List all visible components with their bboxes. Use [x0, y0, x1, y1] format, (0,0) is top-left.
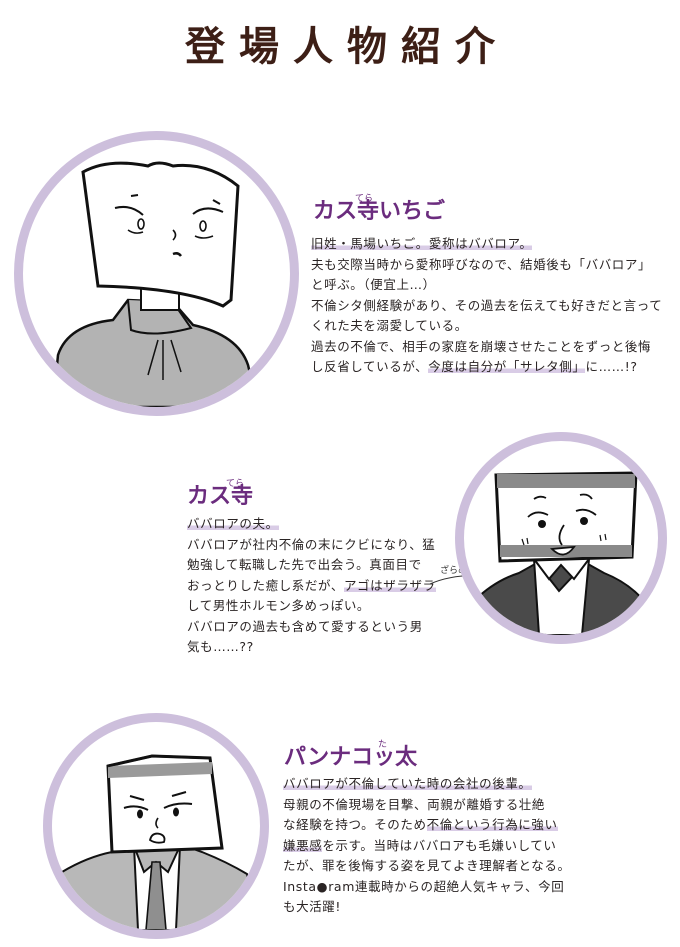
character-description-ichigo: 旧姓・馬場いちご。愛称はババロア。 夫も交際当時から愛称呼びなので、結婚後も「バ…: [311, 234, 662, 378]
ruby-ta: た: [378, 740, 388, 750]
character-illustration-icon: [52, 754, 260, 930]
portrait-pannakotta: [43, 713, 269, 939]
character-name-ichigo: カス寺いちご: [313, 199, 446, 224]
ruby-tera: てら: [355, 194, 374, 204]
desc-line: し反省しているが、今度は自分が「サレタ側」に……!?: [311, 359, 638, 374]
desc-line: おっとりした癒し系だが、アゴはザラザラ: [187, 577, 436, 593]
desc-line: ババロアが不倫していた時の会社の後輩。: [283, 776, 532, 791]
character-illustration-icon: [464, 471, 658, 635]
desc-line: たが、罪を後悔する姿を見てよき理解者となる。: [283, 858, 571, 873]
portrait-kasudera: [455, 432, 667, 644]
character-description-kasudera: ババロアの夫。 ババロアが社内不倫の末にクビになり、猛 勉強して転職した先で出会…: [187, 514, 436, 658]
character-description-pannakotta: ババロアが不倫していた時の会社の後輩。 母親の不倫現場を目撃、両親が離婚する壮絶…: [283, 774, 571, 918]
desc-line: ババロアの過去も含めて愛するという男: [187, 618, 423, 634]
desc-line: して男性ホルモン多めっぽい。: [187, 598, 371, 613]
desc-line: と呼ぶ。（便宜上…）: [311, 277, 436, 292]
annotation-zarame: ざらめ: [440, 566, 468, 576]
desc-line: 嫌悪感を示す。当時はババロアも毛嫌いしてい: [283, 837, 557, 853]
desc-line: 勉強して転職した先で出会う。真面目で: [187, 557, 422, 572]
character-name-kasudera: カス寺: [187, 484, 254, 509]
character-illustration-icon: [51, 161, 260, 407]
character-name-pannakotta: パンナコッ太: [284, 745, 418, 770]
desc-line: ババロアの夫。: [187, 516, 279, 531]
desc-line: 旧姓・馬場いちご。愛称はババロア。: [311, 236, 533, 251]
ruby-tera: てら: [226, 479, 245, 489]
desc-line: Insta●ram連載時からの超絶人気キャラ、今回: [283, 878, 565, 894]
page-title: 登場人物紹介: [185, 24, 509, 70]
portrait-ichigo: [14, 131, 299, 416]
desc-line: も大活躍!: [283, 899, 342, 914]
desc-line: 母親の不倫現場を目撃、両親が離婚する壮絶: [283, 796, 546, 812]
desc-line: 気も……??: [187, 639, 254, 654]
desc-line: 不倫シタ側経験があり、その過去を伝えても好きだと言って: [311, 297, 663, 313]
desc-line: ババロアが社内不倫の末にクビになり、猛: [187, 536, 436, 552]
desc-line: な経験を持つ。そのため不倫という行為に強い: [283, 817, 558, 832]
desc-line: 夫も交際当時から愛称呼びなので、結婚後も「ババロア」: [311, 256, 652, 272]
desc-line: くれた夫を溺愛している。: [311, 318, 468, 333]
desc-line: 過去の不倫で、相手の家庭を崩壊させたことをずっと後悔: [311, 338, 652, 354]
